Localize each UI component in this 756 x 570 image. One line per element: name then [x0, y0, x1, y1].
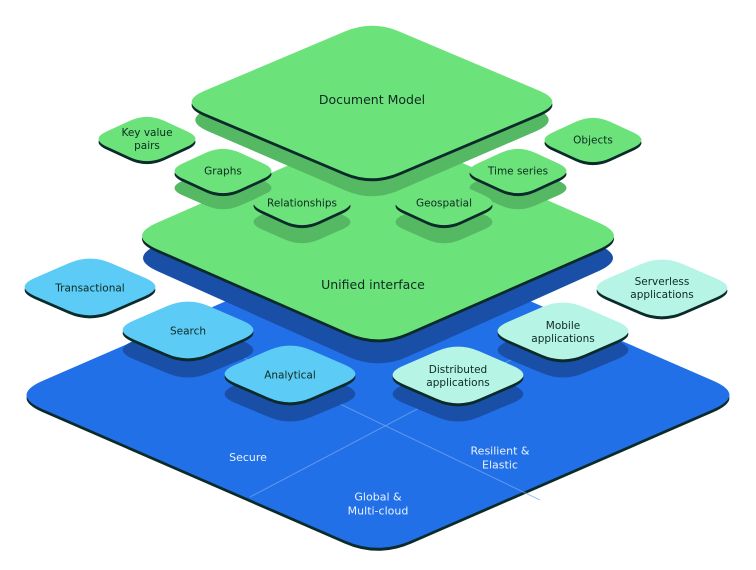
- tile-geospatial-face: [395, 180, 493, 226]
- tile-transactional: [24, 258, 156, 319]
- tile-key-value-pairs: [98, 116, 196, 165]
- tile-serverless-applications-face: [596, 259, 728, 317]
- tile-analytical: [224, 345, 356, 406]
- tile-relationships-face: [253, 180, 351, 226]
- tile-time-series: [469, 148, 567, 197]
- tile-search-face: [122, 301, 254, 359]
- tile-mobile-applications-face: [497, 302, 629, 360]
- tile-relationships: [253, 180, 351, 229]
- tile-objects-face: [544, 117, 642, 163]
- tile-serverless-applications: [596, 259, 728, 320]
- tile-distributed-applications-face: [392, 346, 524, 404]
- tile-objects: [544, 117, 642, 166]
- tile-mobile-applications: [497, 302, 629, 363]
- tile-key-value-pairs-face: [98, 116, 196, 162]
- document-model-plate: [191, 25, 553, 182]
- tile-geospatial: [395, 180, 493, 229]
- tile-analytical-face: [224, 345, 356, 403]
- tile-time-series-face: [469, 148, 567, 194]
- tile-graphs-face: [174, 148, 272, 194]
- tile-distributed-applications: [392, 346, 524, 407]
- tile-transactional-face: [24, 258, 156, 316]
- tile-search: [122, 301, 254, 362]
- document-model-plate-face: [191, 25, 553, 179]
- tile-graphs: [174, 148, 272, 197]
